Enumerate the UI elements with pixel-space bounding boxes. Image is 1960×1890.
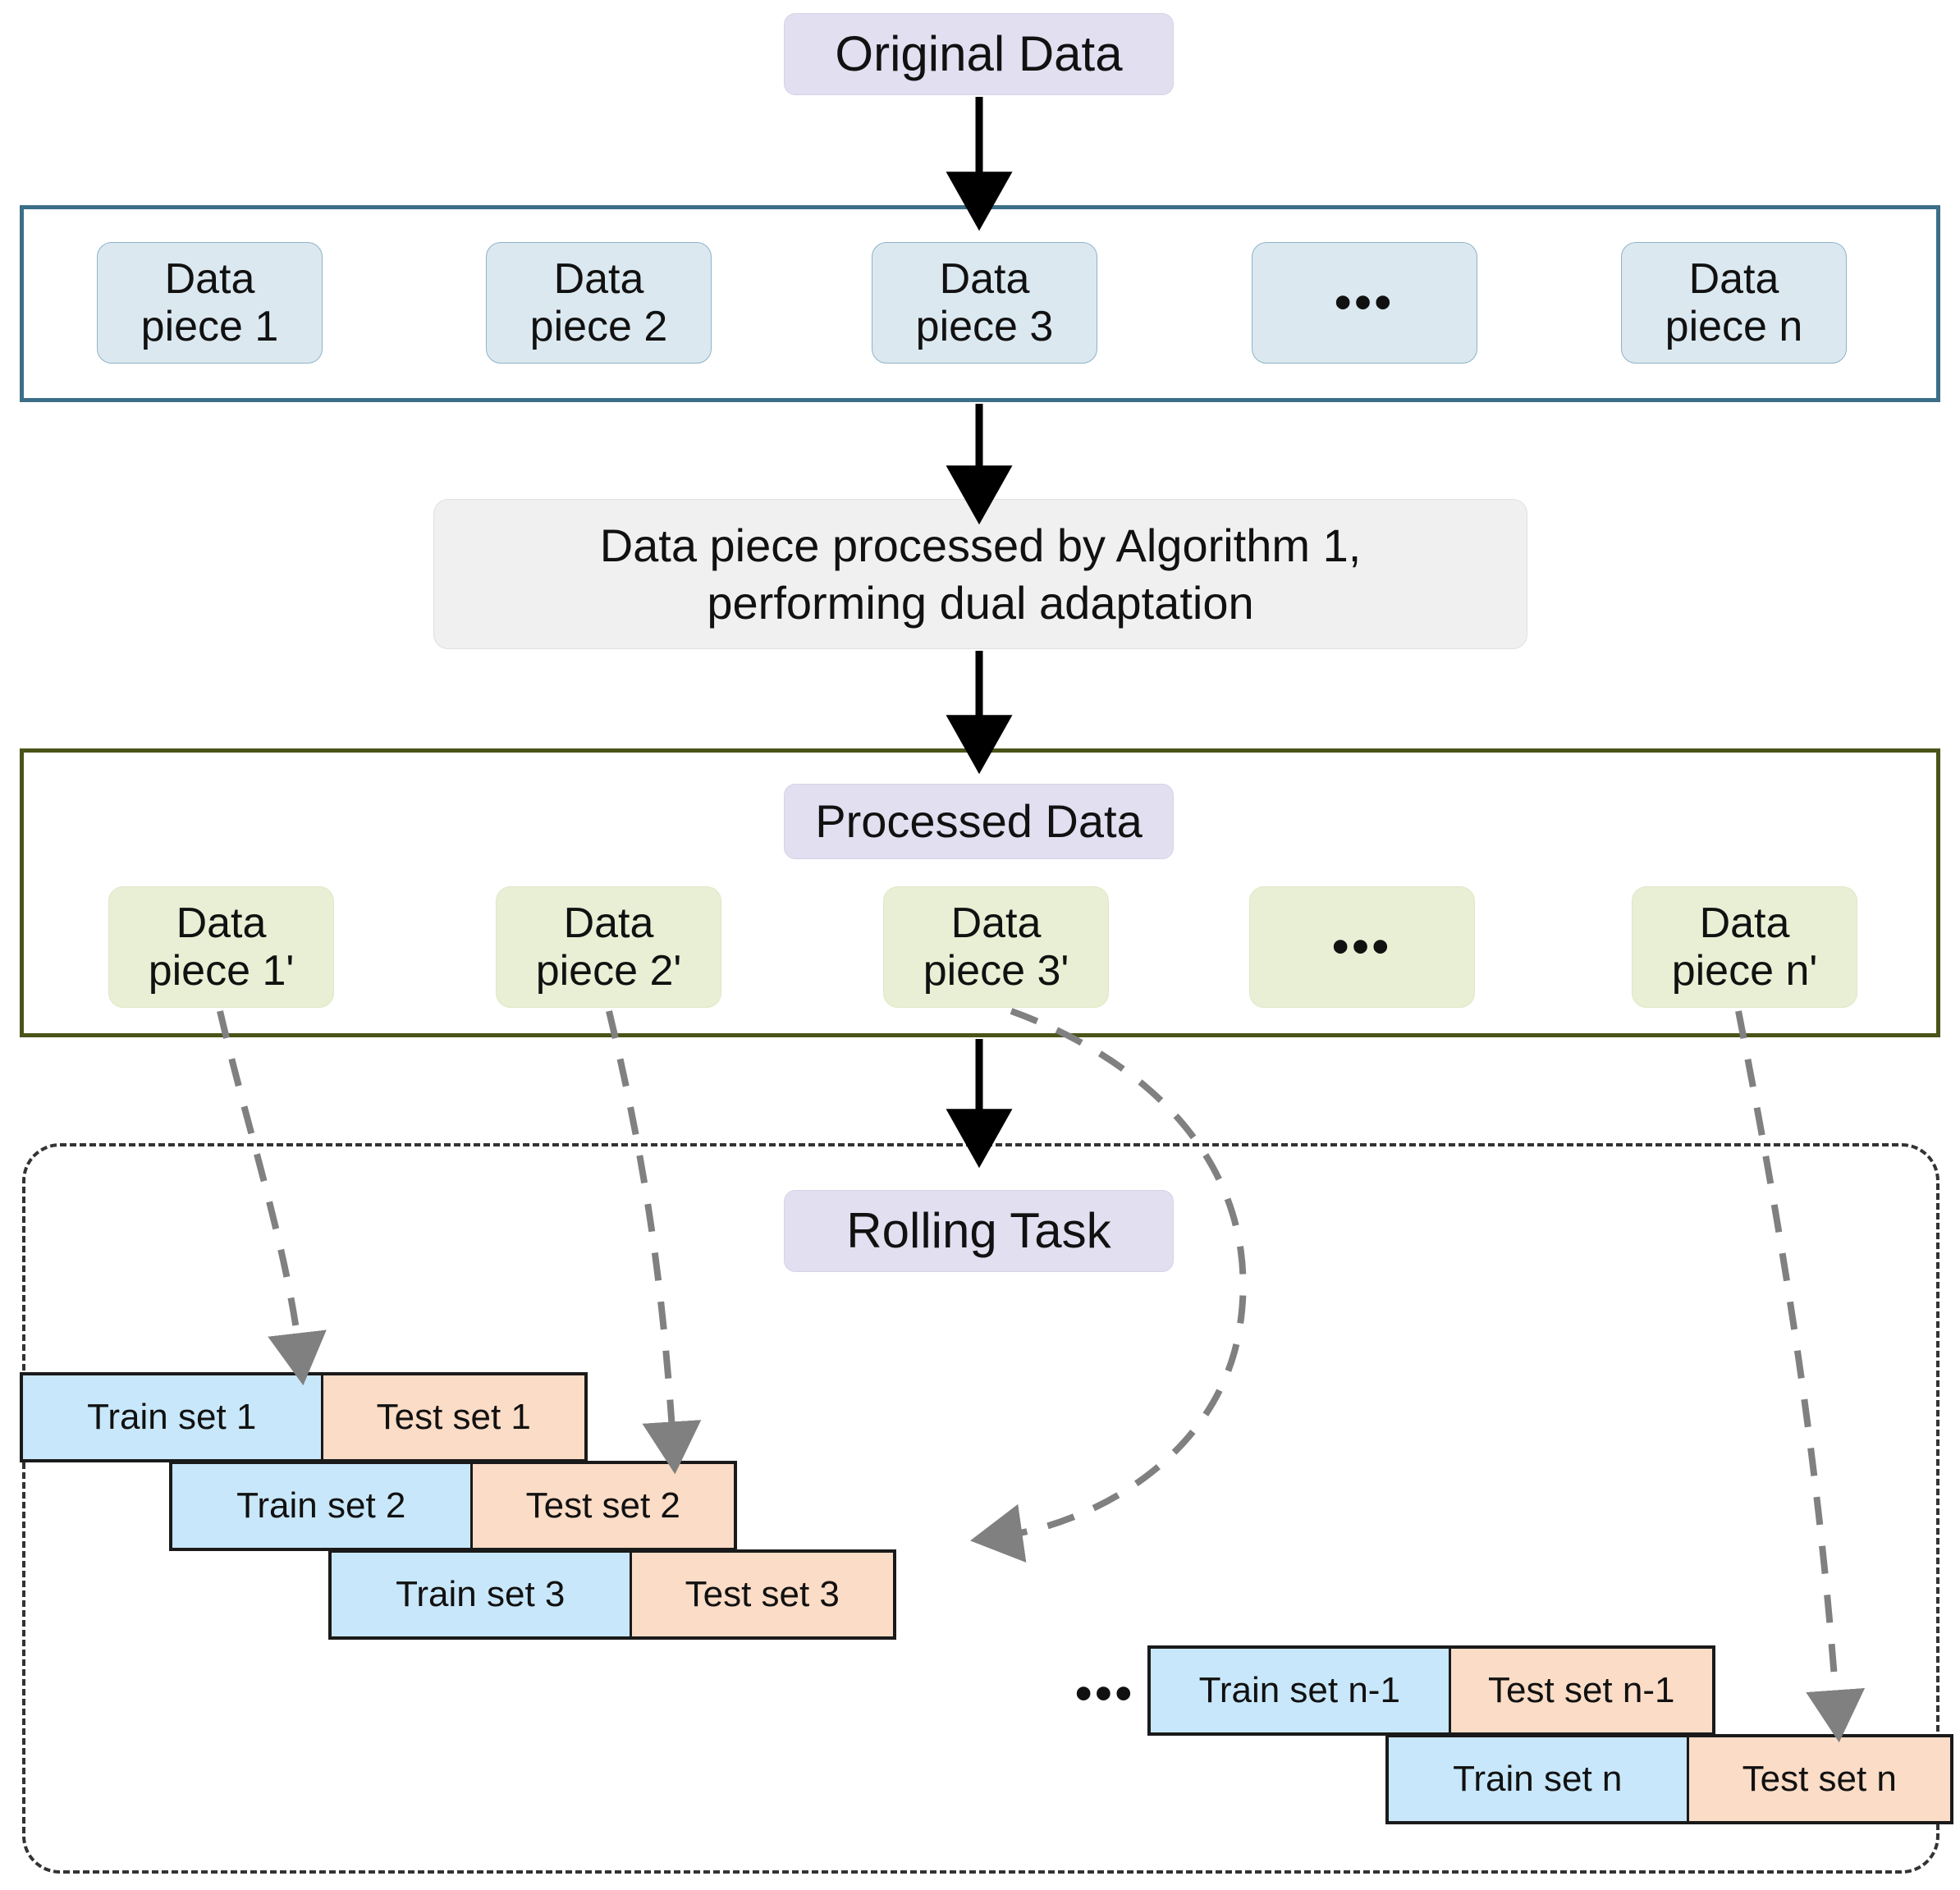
processed-piece-ellipsis: ••• — [1249, 886, 1475, 1008]
train-set-3: Train set 3 — [332, 1553, 630, 1636]
test-set-2: Test set 2 — [469, 1464, 734, 1548]
test-set-n: Test set n — [1686, 1737, 1950, 1821]
data-piece-ellipsis: ••• — [1252, 242, 1477, 364]
rolling-row-3: Train set 3 Test set 3 — [328, 1549, 896, 1640]
rolling-row-n: Train set n Test set n — [1385, 1734, 1953, 1824]
rolling-task-node: Rolling Task — [784, 1190, 1174, 1272]
original-data-label: Original Data — [835, 26, 1123, 82]
processed-piece-ellipsis-label: ••• — [1332, 920, 1392, 973]
original-data-node: Original Data — [784, 13, 1174, 95]
train-set-2: Train set 2 — [172, 1464, 470, 1548]
train-set-1: Train set 1 — [23, 1375, 321, 1459]
algorithm-box-line2: performing dual adaptation — [707, 576, 1254, 629]
processed-data-node: Processed Data — [784, 784, 1174, 859]
rolling-row-n-1: Train set n-1 Test set n-1 — [1147, 1645, 1715, 1736]
test-set-n-1: Test set n-1 — [1448, 1649, 1712, 1732]
rolling-row-2: Train set 2 Test set 2 — [169, 1461, 737, 1551]
test-set-3: Test set 3 — [629, 1553, 893, 1636]
rolling-task-label: Rolling Task — [846, 1203, 1111, 1259]
algorithm-box: Data piece processed by Algorithm 1, per… — [433, 499, 1527, 649]
train-set-n: Train set n — [1389, 1737, 1687, 1821]
data-piece-ellipsis-label: ••• — [1335, 276, 1394, 329]
rolling-rows-ellipsis: ••• — [1075, 1667, 1135, 1720]
test-set-1: Test set 1 — [320, 1375, 584, 1459]
algorithm-box-line1: Data piece processed by Algorithm 1, — [599, 519, 1362, 571]
processed-data-label: Processed Data — [815, 794, 1143, 847]
train-set-n-1: Train set n-1 — [1151, 1649, 1449, 1732]
rolling-row-1: Train set 1 Test set 1 — [20, 1372, 588, 1462]
